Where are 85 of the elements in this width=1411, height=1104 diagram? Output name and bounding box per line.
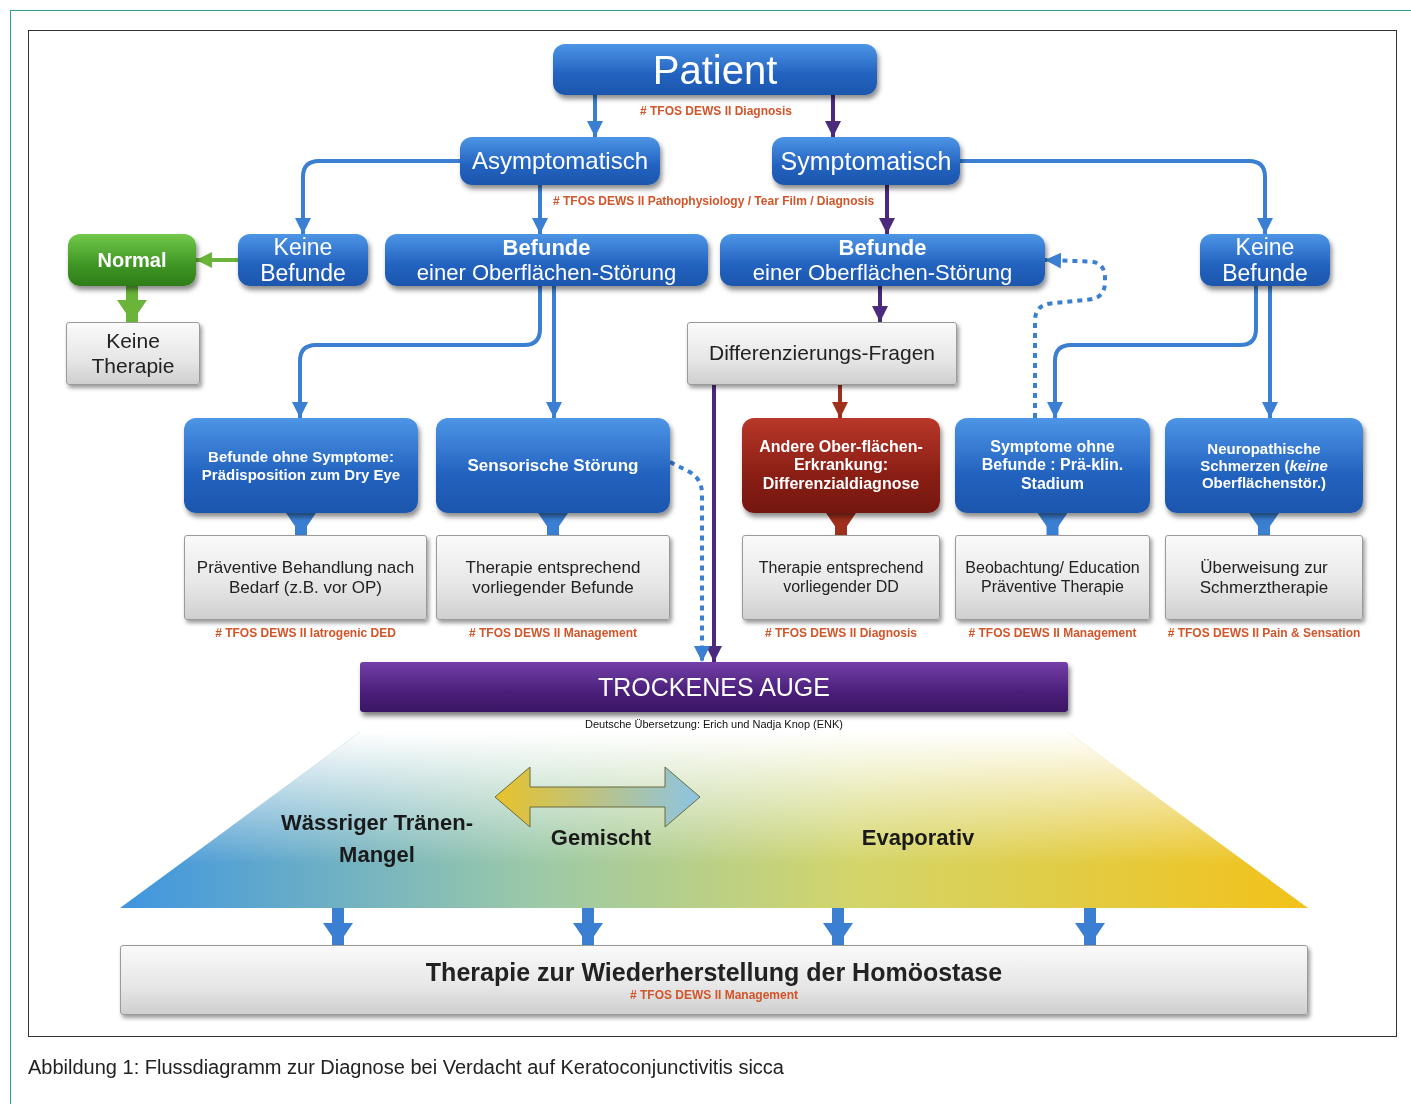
- reference-note: # TFOS DEWS II Management: [630, 988, 798, 1003]
- block-arrow: [1075, 908, 1105, 945]
- action-box: [184, 535, 427, 620]
- arrow: [295, 159, 460, 234]
- reference-note: # TFOS DEWS II Diagnosis: [764, 626, 918, 640]
- arrow: [587, 95, 603, 137]
- arrow: [825, 95, 841, 137]
- box-label: Neuropathische Schmerzen (keine Oberflächenstör.): [1199, 439, 1329, 492]
- type-label: Evaporativ: [860, 824, 976, 852]
- box-label: Andere Ober-flächen-Erkrankung: Differenzialdiagnose: [758, 437, 924, 494]
- process-box: [1165, 418, 1363, 513]
- box-label: Keine Befunde: [1221, 233, 1309, 287]
- process-box: [460, 137, 660, 185]
- category-bar: [360, 662, 1068, 712]
- box-label: Patient: [652, 46, 778, 93]
- arrow: [960, 159, 1273, 234]
- block-arrow: [323, 908, 353, 945]
- reference-note: # TFOS DEWS II Management: [967, 626, 1138, 640]
- reference-note: # TFOS DEWS II Pain & Sensation: [1166, 626, 1362, 640]
- block-arrow: [1037, 513, 1068, 535]
- box-label: einer Oberflächen-Störung: [752, 260, 1013, 286]
- box-label: Überweisung zur Schmerztherapie: [1198, 557, 1330, 598]
- box-label: Keine Befunde: [259, 233, 347, 287]
- process-box: [720, 234, 1045, 286]
- action-box: [1165, 535, 1363, 620]
- process-box: [184, 418, 418, 513]
- arrow: [872, 286, 888, 322]
- box-label: Befunde ohne Symptome: Prädisposition zum Dry Eye: [200, 448, 402, 483]
- box-label: TROCKENES AUGE: [598, 672, 830, 702]
- process-box: [385, 234, 708, 286]
- action-box: [955, 535, 1150, 620]
- credit-note: Deutsche Übersetzung: Erich und Nadja Knop (ENK): [584, 718, 844, 730]
- reference-note: # TFOS DEWS II Pathophysiology / Tear Film / Diagnosis: [553, 194, 875, 208]
- process-box: [553, 44, 877, 95]
- block-arrow: [573, 908, 603, 945]
- type-label: Wässriger Tränen- Mangel: [280, 809, 474, 869]
- box-label: Präventive Behandlung nach Bedarf (z.B. vor OP): [195, 557, 416, 598]
- box-label: Symptome ohne Befunde : Prä-klin. Stadium: [980, 437, 1125, 494]
- arrow: [532, 185, 548, 234]
- arrow: [879, 185, 895, 234]
- action-box: [742, 535, 940, 620]
- action-box: [687, 322, 957, 385]
- box-label: Beobachtung/ Education Präventive Therapie: [964, 559, 1141, 596]
- arrow: [292, 286, 542, 418]
- process-box: [1200, 234, 1330, 286]
- block-arrow: [538, 513, 568, 535]
- action-box: [436, 535, 670, 620]
- reference-note: # TFOS DEWS II Diagnosis: [640, 104, 793, 118]
- arrow: [1033, 252, 1107, 418]
- box-label: Normal: [97, 248, 167, 272]
- box-label: Befunde: [838, 234, 927, 260]
- block-arrow: [1249, 513, 1279, 535]
- arrow: [546, 286, 562, 418]
- box-label: Therapie entsprechend vorliegender Befunde: [464, 557, 642, 598]
- block-arrow: [823, 908, 853, 945]
- box-label: einer Oberflächen-Störung: [416, 260, 677, 286]
- diagnosis-box: [742, 418, 940, 513]
- block-arrow: [117, 286, 147, 322]
- box-label: Befunde: [502, 234, 591, 260]
- box-label: Keine Therapie: [90, 329, 176, 378]
- arrow: [1262, 286, 1278, 418]
- block-arrow: [826, 513, 856, 535]
- result-box: [68, 234, 196, 286]
- process-box: [772, 137, 960, 185]
- process-box: [436, 418, 670, 513]
- action-box: [120, 945, 1308, 1015]
- box-label: Therapie entsprechend vorliegender DD: [757, 559, 925, 596]
- arrow: [669, 460, 710, 662]
- box-label: Symptomatisch: [780, 146, 952, 176]
- reference-note: # TFOS DEWS II Management: [468, 626, 638, 640]
- arrow: [832, 385, 848, 418]
- box-label: Sensorische Störung: [467, 455, 639, 476]
- reference-note: # TFOS DEWS II Iatrogenic DED: [214, 626, 397, 640]
- block-arrow: [286, 513, 316, 535]
- process-box: [955, 418, 1150, 513]
- box-label: Differenzierungs-Fragen: [708, 341, 936, 366]
- box-label: Asymptomatisch: [471, 147, 649, 175]
- arrow: [1047, 286, 1258, 418]
- type-label: Gemischt: [549, 824, 653, 852]
- box-label: Therapie zur Wiederherstellung der Homöostase: [425, 957, 1003, 987]
- arrow: [706, 385, 722, 662]
- action-box: [66, 322, 200, 385]
- process-box: [238, 234, 368, 286]
- caption: Abbildung 1: Flussdiagramm zur Diagnose bei Verdacht auf Keratoconjunctivitis sicca: [28, 1056, 784, 1079]
- arrow: [196, 252, 238, 268]
